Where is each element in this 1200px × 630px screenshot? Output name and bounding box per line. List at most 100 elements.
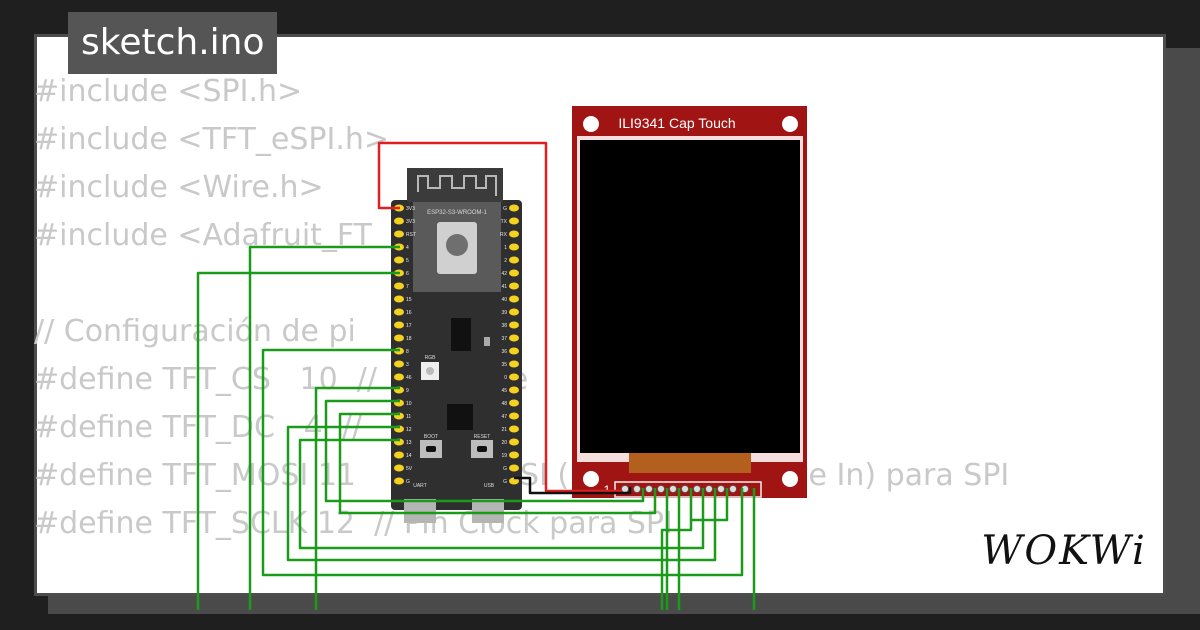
wire-gnd[interactable] [514,476,632,495]
gpio-pin[interactable] [394,464,404,472]
gpio-pin[interactable] [394,334,404,342]
gpio-pin[interactable] [509,321,519,329]
gpio-pin[interactable] [509,347,519,355]
pin-label: 36 [501,349,507,355]
pin-label: 0 [504,375,507,381]
boot-label: BOOT [424,434,438,440]
tft-header-pin[interactable] [621,485,629,493]
gpio-pin[interactable] [509,256,519,264]
pin-label: 21 [501,427,507,433]
gpio-pin[interactable] [509,438,519,446]
pin-label: 16 [406,310,412,316]
gpio-pin[interactable] [509,204,519,212]
tft-header-pin[interactable] [657,485,665,493]
mount-hole [782,116,798,132]
gpio-pin[interactable] [509,282,519,290]
gpio-pin[interactable] [509,295,519,303]
gpio-pin[interactable] [394,373,404,381]
ili9341-display[interactable]: ILI9341 Cap Touch 1 [572,106,807,498]
gpio-pin[interactable] [509,425,519,433]
tft-header-pin[interactable] [717,485,725,493]
wire-signal[interactable] [298,438,705,550]
wire-signal[interactable] [286,425,717,562]
mount-hole [583,116,599,132]
gpio-pin[interactable] [509,217,519,225]
gpio-pin[interactable] [394,477,404,485]
gpio-pin[interactable] [509,230,519,238]
gpio-pin[interactable] [509,308,519,316]
gpio-pin[interactable] [509,412,519,420]
pin-label: 42 [501,271,507,277]
pin-label: 20 [501,440,507,446]
gpio-pin[interactable] [509,243,519,251]
wire-signal[interactable] [248,245,400,610]
gpio-pin[interactable] [509,269,519,277]
gpio-pin[interactable] [394,321,404,329]
pin-label: 19 [501,453,507,459]
wire-signal[interactable] [261,348,744,577]
gpio-pin[interactable] [394,230,404,238]
pin-label: 17 [406,323,412,329]
tft-header-pin[interactable] [705,485,713,493]
pin-label: TX [501,219,508,225]
wokwi-logo-text: WOKWi [981,528,1147,574]
mount-hole [583,471,599,487]
tft-header-pin[interactable] [633,485,641,493]
pin-label: 45 [501,388,507,394]
wire-signal[interactable] [196,271,400,610]
pin-label: 11 [406,414,411,420]
tft-header-pin[interactable] [669,485,677,493]
tft-header-pin[interactable] [729,485,737,493]
gpio-pin[interactable] [509,373,519,381]
reset-label: RESET [474,434,491,440]
pin-label: 15 [406,297,412,303]
gpio-pin[interactable] [509,451,519,459]
wire-signal[interactable] [324,399,645,503]
wire-signal[interactable] [690,488,729,522]
gpio-pin[interactable] [394,308,404,316]
pin-label: 18 [406,336,412,342]
pin-label: 12 [406,427,412,433]
uart-port [404,499,436,523]
file-name-tab[interactable]: sketch.ino [68,12,278,74]
gpio-pin[interactable] [394,282,404,290]
pin-label: RX [500,232,508,238]
flex-cable [629,453,751,473]
pin-label: 40 [501,297,507,303]
tft-header-pin[interactable] [645,485,653,493]
pin-label: 5V [406,466,413,472]
wire-signal[interactable] [660,488,693,610]
gpio-pin[interactable] [509,334,519,342]
pin-label: 13 [406,440,412,446]
reset-button[interactable] [471,440,493,458]
boot-button[interactable] [420,440,442,458]
gpio-pin[interactable] [394,451,404,459]
gpio-pin[interactable] [509,386,519,394]
esp32-s3-board[interactable]: ESP32-S3-WROOM-1 RGB BOOT RESET UART USB… [391,168,522,523]
pin-label: 38 [501,323,507,329]
wire-signal[interactable] [314,386,400,610]
pin-label: G [406,479,410,485]
pin-label: 35 [501,362,507,368]
gpio-pin[interactable] [394,360,404,368]
tft-header-pin[interactable] [681,485,689,493]
code-line: #include <SPI.h> [34,74,303,109]
tft-header-pin[interactable] [693,485,701,493]
pin-label: 7 [406,284,409,290]
pin-label: G [503,206,507,212]
gpio-pin[interactable] [509,399,519,407]
gpio-pin[interactable] [394,256,404,264]
pin-label: 37 [501,336,507,342]
gpio-pin[interactable] [509,464,519,472]
wire-vcc[interactable] [377,141,622,493]
pin-label: 46 [406,375,412,381]
gpio-pin[interactable] [394,217,404,225]
pin-label: 8 [406,349,409,355]
gpio-pin[interactable] [394,295,404,303]
pin-label: RST [406,232,416,238]
wire-signal[interactable] [338,412,657,515]
pin-label: G [503,466,507,472]
gpio-pin[interactable] [509,360,519,368]
pin-label: 4 [406,245,409,251]
